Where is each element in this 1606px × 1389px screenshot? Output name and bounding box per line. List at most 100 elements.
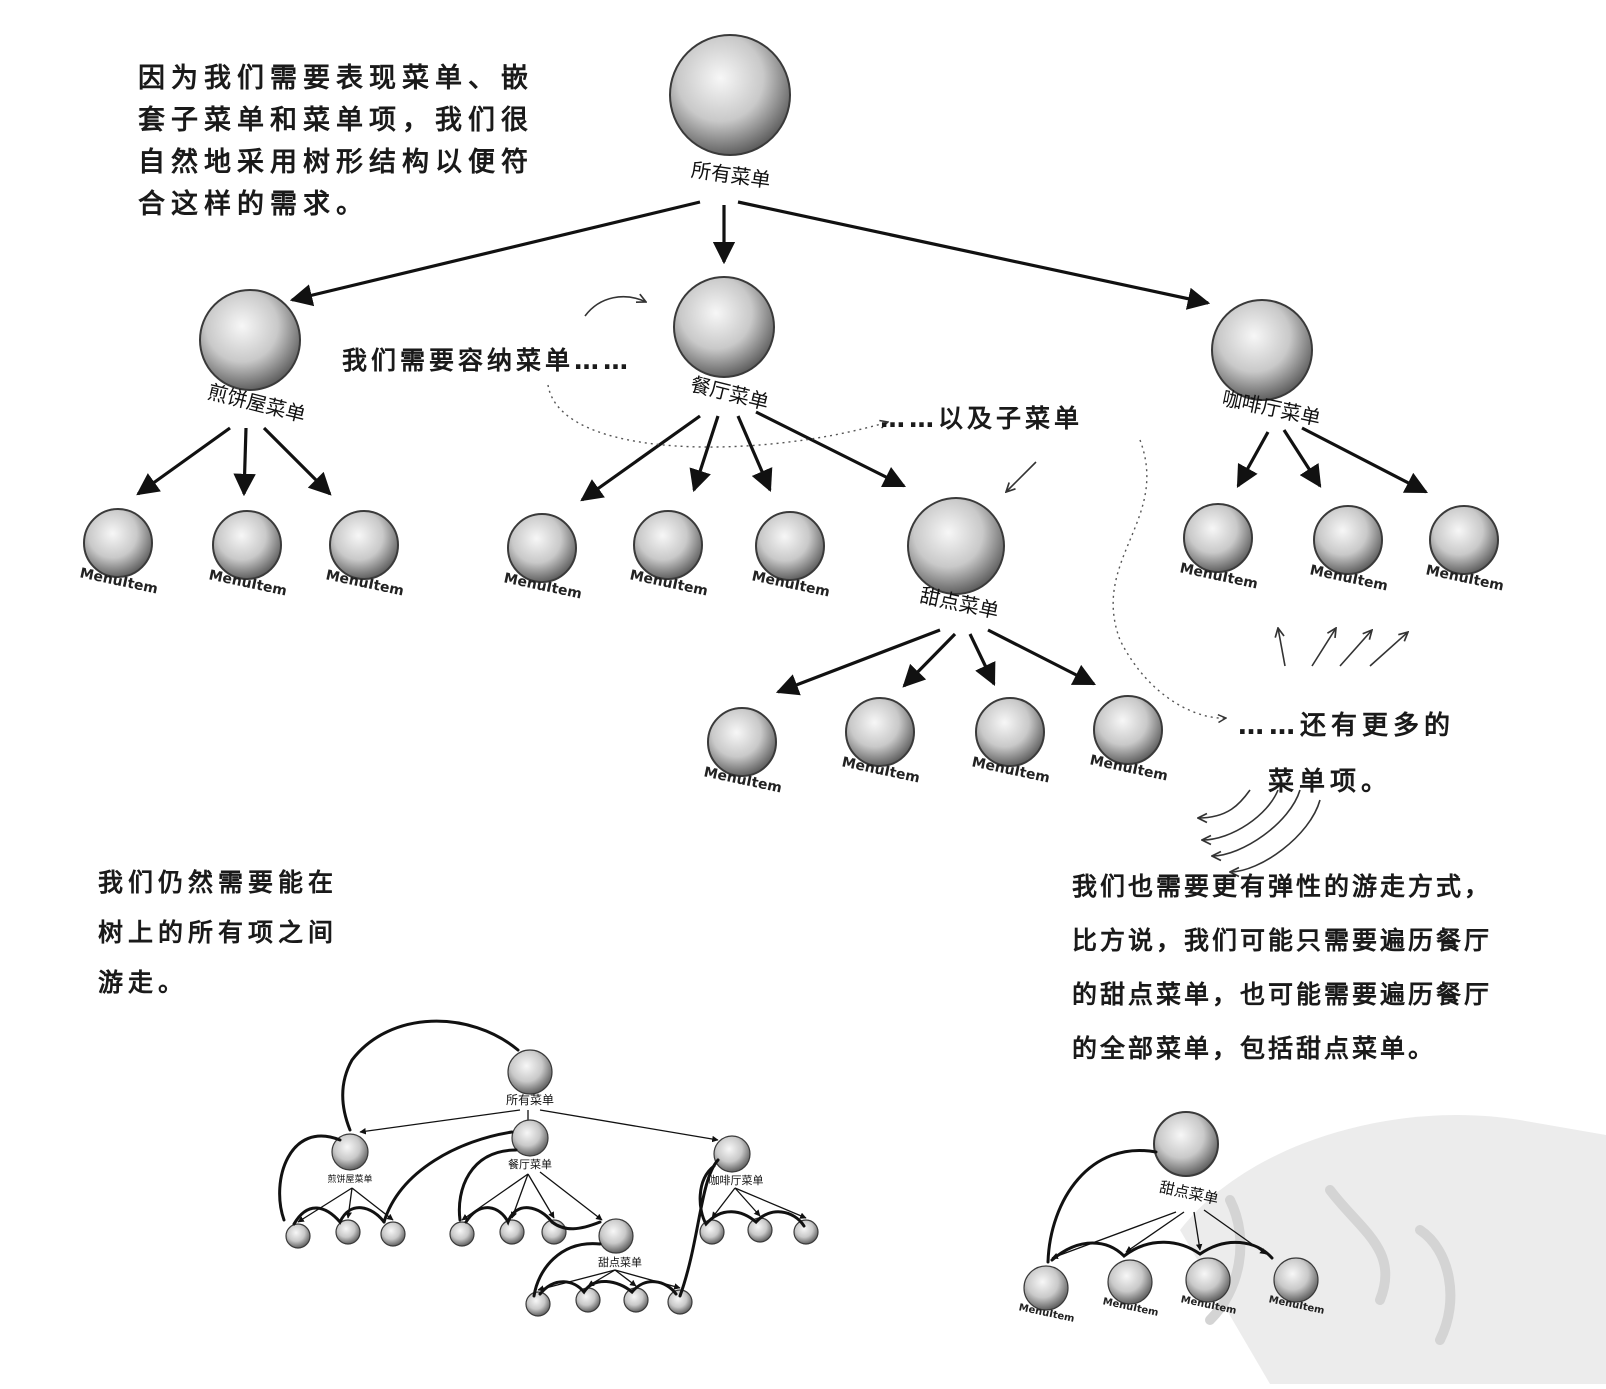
menu-item-node [1273, 1257, 1319, 1303]
mini-root-node [507, 1049, 553, 1095]
traversal-curve [382, 1130, 514, 1224]
tree-edge-arrow [755, 410, 907, 488]
hand-arrow [584, 297, 646, 317]
mini-cafe-node [713, 1135, 751, 1173]
dessert-menu-node [907, 497, 1005, 595]
tree-edge-arrow [289, 200, 701, 307]
tree-edge-arrow [527, 1173, 555, 1219]
tree-edge-arrow [297, 1187, 353, 1223]
menu-item-node [507, 513, 577, 583]
note-line: 套子菜单和菜单项，我们很 [138, 105, 534, 136]
tree-edge-arrow [1282, 429, 1322, 488]
dessert-subtree-root-node [1153, 1111, 1219, 1177]
hand-arrow [1006, 461, 1037, 492]
tree-edge-arrow [689, 415, 720, 493]
menu-item-node [1429, 505, 1499, 575]
tree-edge-arrow [1301, 426, 1428, 494]
traversal-curve [1050, 1240, 1274, 1262]
traversal-curve [278, 1134, 342, 1222]
mini-pancake-node [331, 1133, 369, 1171]
menu-item-node [1023, 1265, 1069, 1311]
mini-diner-label: 餐厅菜单 [508, 1157, 552, 1171]
diner-menu-node [673, 276, 775, 378]
note-line: 的全部菜单，包括甜点菜单。 [1072, 1034, 1437, 1063]
tree-edge-arrow [711, 1187, 736, 1219]
pancake-menu-node [199, 289, 301, 391]
traversal-curve [550, 1220, 602, 1231]
traversal-curve [341, 1019, 520, 1132]
traversal-curve [538, 1280, 678, 1296]
menu-item-node [1313, 505, 1383, 575]
tree-edge-arrow [233, 427, 256, 497]
root-menu-node [669, 34, 791, 156]
hand-arrow [1230, 799, 1321, 872]
tree-edge-arrow [736, 415, 773, 493]
mini-item-node [575, 1287, 601, 1313]
menu-item-node [707, 707, 777, 777]
mini-pancake-label: 煎饼屋菜单 [327, 1173, 372, 1185]
menu-item-node [212, 510, 282, 580]
note-tree-structure: 因为我们需要表现菜单、嵌 套子菜单和菜单项，我们很 自然地采用树形结构以便符 合… [138, 58, 578, 226]
tree-edge-arrow [345, 1187, 353, 1219]
note-line: 的甜点菜单，也可能需要遍历餐厅 [1072, 980, 1493, 1009]
hand-arrow [1369, 632, 1408, 667]
tree-edge-arrow [614, 1269, 681, 1290]
tree-edge-arrow [539, 1109, 719, 1143]
note-line: 我们也需要更有弹性的游走方式， [1072, 872, 1493, 901]
menu-item-node [975, 697, 1045, 767]
mini-item-node [699, 1219, 725, 1245]
note-contain-menus: 我们需要容纳菜单…… [342, 340, 632, 382]
note-line: 我们仍然需要能在 [98, 868, 339, 897]
mini-item-node [499, 1219, 525, 1245]
mini-root-label: 所有菜单 [506, 1093, 554, 1107]
dessert-subtree-root-label: 甜点菜单 [1158, 1178, 1220, 1208]
diner-menu-label: 餐厅菜单 [688, 372, 771, 415]
mini-item-node [667, 1289, 693, 1315]
mini-item-node [747, 1217, 773, 1243]
tree-edge-arrow [1125, 1211, 1185, 1253]
mini-item-node [449, 1221, 475, 1247]
root-menu-label: 所有菜单 [690, 158, 773, 193]
tree-edge-arrow [359, 1109, 521, 1135]
mini-item-node [623, 1287, 649, 1313]
note-line: 菜单项。 [1268, 767, 1393, 797]
menu-item-node [845, 697, 915, 767]
tree-edge-arrow [775, 628, 941, 696]
hand-arrow [1339, 630, 1372, 667]
traversal-curve [292, 1206, 386, 1226]
tree-edge-arrow [734, 1187, 761, 1217]
menu-item-node [1183, 503, 1253, 573]
mini-item-node [285, 1223, 311, 1249]
hand-arrow [1278, 628, 1286, 667]
hand-arrow [1212, 789, 1301, 856]
note-line: 合这样的需求。 [138, 189, 369, 220]
note-flexible-traversal: 我们也需要更有弹性的游走方式， 比方说，我们可能只需要遍历餐厅 的甜点菜单，也可… [1072, 860, 1592, 1076]
menu-item-node [755, 511, 825, 581]
note-line: 我们需要容纳菜单…… [342, 346, 633, 375]
menu-item-node [1107, 1259, 1153, 1305]
dotted-pointer-arrow [547, 384, 888, 448]
tree-edge-arrow [734, 1187, 807, 1219]
tree-edge-arrow [262, 426, 332, 496]
hand-arrow [1198, 789, 1251, 818]
menu-item-node [1093, 695, 1163, 765]
mini-dessert-node [598, 1218, 634, 1254]
dotted-pointer-arrow [1112, 439, 1226, 718]
traversal-curve [532, 1242, 602, 1298]
tree-edge-arrow [537, 1269, 616, 1292]
tree-edge-arrow [136, 426, 231, 496]
note-line: ……以及子菜单 [880, 404, 1084, 433]
mini-item-node [380, 1221, 406, 1247]
tree-edge-arrow [987, 628, 1096, 686]
note-line: 树上的所有项之间 [98, 918, 339, 947]
note-line: 因为我们需要表现菜单、嵌 [138, 63, 534, 94]
watermark-shape [1180, 1114, 1606, 1384]
mini-cafe-label: 咖啡厅菜单 [709, 1173, 764, 1187]
tree-edge-arrow [902, 632, 957, 688]
tree-edge-arrow [614, 1269, 637, 1287]
tree-edge-arrow [539, 1171, 603, 1221]
traversal-curve [698, 1164, 806, 1228]
note-line: ……还有更多的 [1238, 711, 1456, 741]
mini-item-node [335, 1219, 361, 1245]
